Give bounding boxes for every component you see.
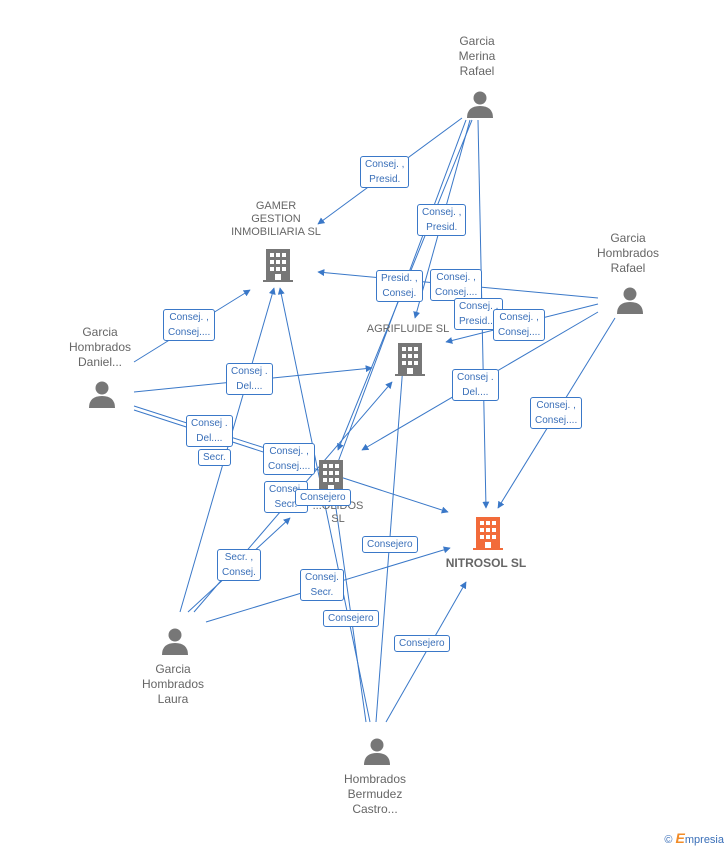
- edge-label[interactable]: Consejero: [362, 536, 418, 553]
- brand-logo: © Empresia: [664, 830, 724, 846]
- node-label-hombrados-bermudez[interactable]: Hombrados Bermudez Castro...: [343, 772, 407, 816]
- node-label-garcia-hombrados-daniel[interactable]: Garcia Hombrados Daniel...: [68, 325, 132, 369]
- building-icon[interactable]: [262, 247, 294, 283]
- edge-label[interactable]: Consej. , Consej....: [263, 443, 316, 475]
- node-label-gamer[interactable]: GAMER GESTION INMOBILIARIA SL: [231, 200, 321, 238]
- edge-label[interactable]: Consej . Del....: [186, 415, 233, 447]
- person-icon[interactable]: [362, 736, 392, 766]
- person-icon[interactable]: [160, 626, 190, 656]
- node-label-garcia-merina[interactable]: Garcia Merina Rafael: [458, 34, 496, 78]
- person-icon[interactable]: [87, 379, 117, 409]
- node-label-garcia-hombrados-laura[interactable]: Garcia Hombrados Laura: [141, 662, 205, 706]
- edge-label[interactable]: Consej. , Consej....: [163, 309, 216, 341]
- edge-label[interactable]: Secr.: [198, 449, 231, 466]
- edge-label[interactable]: Consej. , Consej....: [430, 269, 483, 301]
- person-icon[interactable]: [615, 285, 645, 315]
- edge-label[interactable]: Consej. , Presid.: [417, 204, 467, 236]
- edge-label[interactable]: Secr. , Consej.: [217, 549, 261, 581]
- edge-label[interactable]: Consejero: [394, 635, 450, 652]
- edge-label[interactable]: Presid. , Consej.: [376, 270, 423, 302]
- edge-label[interactable]: Consej . Del....: [226, 363, 273, 395]
- edge-label[interactable]: Consej. Secr.: [300, 569, 344, 601]
- node-label-nitrosol[interactable]: NITROSOL SL: [445, 556, 527, 570]
- brand-name: mpresia: [684, 834, 724, 846]
- building-icon[interactable]: [394, 341, 426, 377]
- edge: [385, 581, 467, 723]
- building-main-icon[interactable]: [472, 515, 504, 551]
- edge-label[interactable]: Consej . Del....: [452, 369, 499, 401]
- edge-label[interactable]: Consej. , Consej....: [530, 397, 583, 429]
- edge-label[interactable]: Consej. , Consej....: [493, 309, 546, 341]
- copyright-symbol: ©: [664, 834, 673, 846]
- brand-initial: E: [675, 830, 685, 846]
- edge-label[interactable]: Consejero: [295, 489, 351, 506]
- node-label-agrifluide[interactable]: AGRIFLUIDE SL: [366, 323, 450, 335]
- edge-label[interactable]: Consejero: [323, 610, 379, 627]
- node-label-garcia-hombrados-rafael[interactable]: Garcia Hombrados Rafael: [596, 231, 660, 275]
- edge-label[interactable]: Consej. , Presid.: [360, 156, 410, 188]
- edge: [331, 493, 367, 723]
- person-icon[interactable]: [465, 89, 495, 119]
